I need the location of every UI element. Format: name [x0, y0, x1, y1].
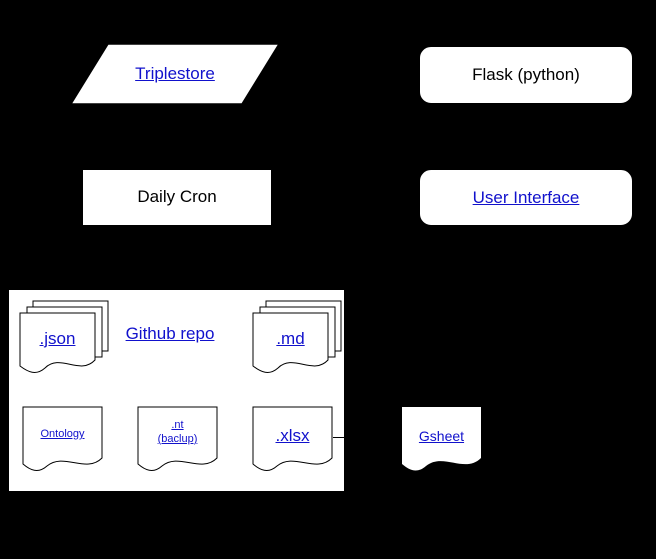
node-xlsx-text: .xlsx	[253, 425, 332, 446]
node-gsheet-text: Gsheet	[402, 428, 481, 446]
node-nt-backup-label-line1[interactable]: .nt	[171, 419, 184, 431]
node-daily-cron[interactable]: Daily Cron	[82, 169, 272, 226]
document-shape	[252, 406, 333, 471]
node-daily-cron-label: Daily Cron	[137, 187, 217, 207]
edge-xlsx-to-boundary	[333, 437, 346, 438]
node-triplestore-label[interactable]: Triplestore	[135, 64, 215, 84]
node-xlsx[interactable]: .xlsx	[252, 406, 334, 474]
node-xlsx-label[interactable]: .xlsx	[275, 426, 310, 445]
node-nt-backup[interactable]: .nt (baclup)	[137, 406, 219, 474]
node-md-files-label[interactable]: .md	[276, 329, 305, 348]
node-triplestore-text: Triplestore	[70, 43, 280, 105]
node-md-files-text: .md	[253, 328, 328, 349]
node-ontology[interactable]: Ontology	[22, 406, 104, 474]
node-gsheet-label[interactable]: Gsheet	[418, 428, 465, 444]
node-nt-backup-label-line2[interactable]: (baclup)	[157, 432, 198, 445]
multi-document-shape	[19, 300, 109, 373]
document-shape	[402, 407, 481, 471]
node-user-interface-label[interactable]: User Interface	[472, 187, 580, 207]
node-flask[interactable]: Flask (python)	[419, 46, 633, 104]
node-user-interface[interactable]: User Interface	[419, 169, 633, 226]
node-json-files-text: .json	[20, 328, 95, 349]
node-triplestore[interactable]: Triplestore	[70, 43, 280, 105]
document-shape	[137, 406, 218, 471]
node-github-repo-title[interactable]: Github repo	[105, 323, 235, 344]
node-ontology-label[interactable]: Ontology	[40, 428, 85, 440]
node-gsheet[interactable]: Gsheet	[401, 406, 483, 474]
node-json-files[interactable]: .json	[18, 298, 110, 376]
node-github-repo-label[interactable]: Github repo	[125, 324, 215, 343]
node-md-files[interactable]: .md	[251, 298, 343, 376]
node-flask-label: Flask (python)	[472, 64, 580, 84]
node-json-files-label[interactable]: .json	[39, 329, 76, 348]
node-ontology-text: Ontology	[23, 428, 102, 442]
multi-document-shape	[252, 300, 342, 373]
document-shape	[22, 406, 103, 471]
parallelogram-shape	[70, 43, 280, 105]
node-nt-backup-text: .nt (baclup)	[138, 419, 217, 447]
